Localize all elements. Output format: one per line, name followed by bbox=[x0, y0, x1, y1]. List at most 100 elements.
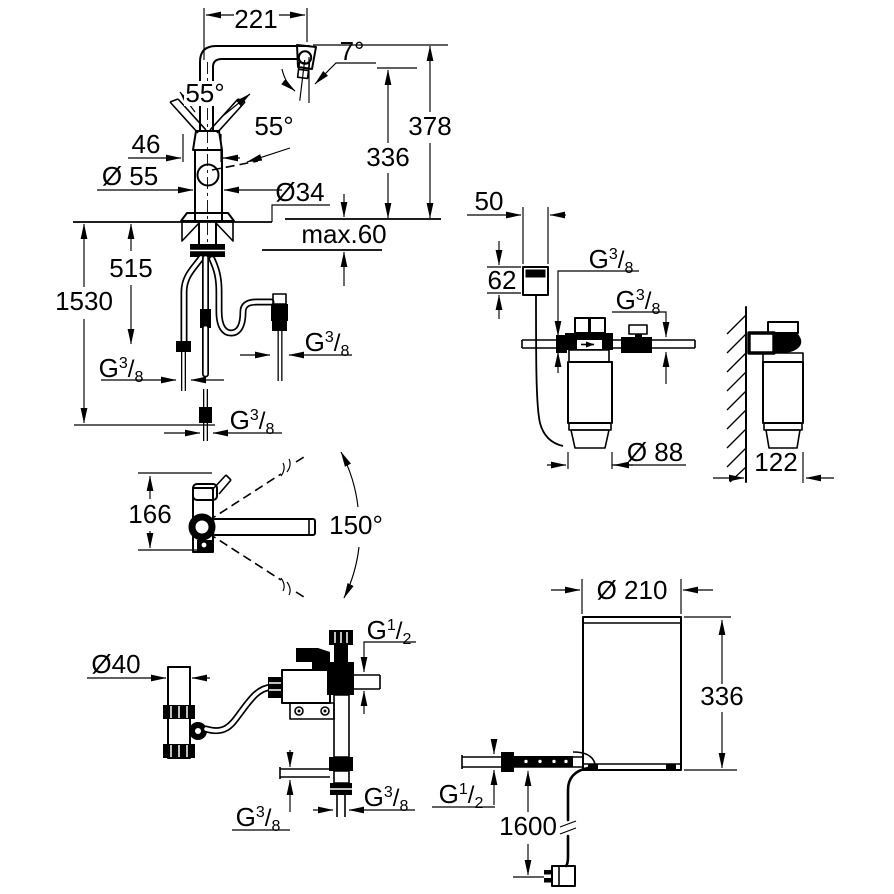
dim-top-view-depth: 166 bbox=[128, 472, 212, 551]
label-boiler-height: 336 bbox=[700, 681, 743, 711]
label-swivel-range: 150° bbox=[329, 510, 383, 540]
dim-height-spout-outlet: 336 bbox=[366, 67, 417, 219]
dim-boiler-diameter: Ø 210 bbox=[551, 575, 713, 614]
label-lever-swing-angle: 55° bbox=[185, 78, 224, 108]
dim-spout-reach: 221 bbox=[203, 4, 308, 60]
dim-thread-hose-right: G3/8 bbox=[240, 327, 352, 360]
thread-label-g38: G3/8 bbox=[230, 405, 275, 438]
boiler-view: Ø 210 336 G1/2 1600 bbox=[432, 575, 744, 887]
base-flange bbox=[180, 212, 235, 222]
thread-label-g38: G3/8 bbox=[589, 244, 634, 277]
dim-control-box-height: 62 bbox=[487, 241, 521, 319]
section-hatch-right bbox=[214, 221, 234, 242]
thread-label-g38: G3/8 bbox=[236, 802, 281, 835]
power-cord bbox=[544, 766, 590, 887]
label-boiler-diameter: Ø 210 bbox=[597, 575, 668, 605]
filter-head bbox=[565, 317, 613, 363]
braided-hose bbox=[329, 694, 353, 817]
label-hose-drop-connection: 515 bbox=[109, 253, 152, 283]
label-spout-reach: 221 bbox=[234, 4, 277, 34]
dim-cartridge-width: 46 bbox=[128, 129, 240, 162]
label-cartridge-width: 46 bbox=[132, 129, 161, 159]
cold-water-pipe bbox=[279, 767, 330, 779]
dim-spout-end-angle: 7° bbox=[281, 36, 376, 103]
control-cable bbox=[535, 294, 564, 447]
dim-wall-clearance: 122 bbox=[713, 447, 834, 483]
boiler-body bbox=[582, 616, 682, 771]
filter-inlet bbox=[521, 335, 567, 353]
shank bbox=[198, 221, 217, 245]
dim-thread-cold-pipe: G3/8 bbox=[232, 750, 294, 835]
label-body-diameter: Ø 55 bbox=[102, 161, 158, 191]
supply-hoses bbox=[176, 254, 288, 441]
mounting-plate bbox=[289, 702, 335, 720]
dim-thread-filter-outlet: G3/8 bbox=[612, 285, 670, 384]
lever-plan bbox=[192, 483, 218, 501]
counter-section bbox=[73, 218, 441, 257]
dim-control-box-width: 50 bbox=[467, 186, 566, 264]
dim-thread-filter-inlet: G3/8 bbox=[554, 244, 639, 373]
valve-assembly-view: Ø40 G1/2 G3/8 G3/8 bbox=[87, 615, 416, 835]
faucet-body bbox=[180, 149, 235, 222]
filter-wall-view: 122 bbox=[713, 306, 834, 483]
filter-cartridge bbox=[567, 361, 613, 449]
label-control-box-height: 62 bbox=[488, 265, 517, 295]
label-counter-thickness: max.60 bbox=[301, 219, 386, 249]
dim-power-cord-length: 1600 bbox=[499, 770, 557, 878]
label-drain-pipe-diameter: Ø40 bbox=[91, 649, 140, 679]
check-valve-cap bbox=[272, 293, 287, 305]
dim-boiler-height: 336 bbox=[684, 616, 744, 771]
lever-pivot bbox=[196, 163, 220, 187]
label-control-box-width: 50 bbox=[475, 186, 504, 216]
dim-drain-pipe-diameter: Ø40 bbox=[87, 649, 210, 682]
wall-cartridge bbox=[762, 361, 804, 424]
check-valve-body bbox=[271, 304, 288, 321]
dim-hose-drop-overall: 1530 bbox=[55, 223, 215, 426]
label-hose-drop-overall: 1530 bbox=[55, 286, 113, 316]
dim-thread-braided-end: G3/8 bbox=[313, 782, 415, 815]
label-power-cord-length: 1600 bbox=[499, 811, 557, 841]
tee-fitting bbox=[329, 757, 353, 771]
wall-valve bbox=[773, 334, 802, 353]
dim-lever-tilt-angle: 55° bbox=[211, 111, 294, 171]
solenoid-valve-block bbox=[268, 630, 381, 720]
connection-hose bbox=[202, 683, 276, 735]
filter-outlet-valve bbox=[613, 324, 696, 353]
dim-shank-diameter: Ø34 bbox=[271, 177, 330, 222]
thread-label-g38: G3/8 bbox=[305, 327, 350, 360]
valve-junction bbox=[327, 662, 354, 695]
outlet-port bbox=[354, 674, 381, 690]
dim-lever-swing-angle: 55° bbox=[179, 78, 251, 116]
dim-counter-thickness: max.60 bbox=[301, 194, 387, 286]
dim-cartridge-diameter: Ø 88 bbox=[547, 437, 686, 469]
spout-plan bbox=[212, 518, 316, 536]
label-wall-clearance: 122 bbox=[754, 447, 797, 477]
dim-body-diameter: Ø 55 bbox=[97, 161, 282, 194]
faucet-front-view: 221 7° 55° 55° 46 Ø 55 Ø34 378 bbox=[55, 4, 452, 441]
section-hatch-left bbox=[181, 221, 201, 242]
dim-thread-hose-bottom: G3/8 bbox=[164, 405, 282, 438]
swivel-range: 150° bbox=[207, 451, 383, 599]
dim-thread-boiler-inlet: G1/2 bbox=[432, 739, 498, 812]
thread-label-g38: G3/8 bbox=[616, 285, 661, 318]
wall-bracket bbox=[747, 331, 776, 355]
label-top-view-depth: 166 bbox=[128, 499, 171, 529]
thread-label-g38: G3/8 bbox=[364, 782, 409, 815]
label-spout-end-angle: 7° bbox=[340, 36, 365, 66]
dim-thread-hose-left: G3/8 bbox=[99, 353, 224, 386]
boiler-inlet-pipe bbox=[461, 751, 596, 772]
drain-standpipe bbox=[163, 666, 207, 759]
dim-thread-valve-outlet: G1/2 bbox=[360, 615, 416, 714]
label-shank-diameter: Ø34 bbox=[275, 177, 324, 207]
dim-height-spout-top: 378 bbox=[313, 44, 452, 219]
dim-hose-drop-connection: 515 bbox=[109, 223, 153, 345]
thread-label-g12: G1/2 bbox=[367, 615, 412, 648]
label-lever-tilt-angle: 55° bbox=[254, 111, 293, 141]
power-plug-icon bbox=[551, 865, 576, 887]
thread-label-g12: G1/2 bbox=[439, 779, 484, 812]
spout-tip bbox=[296, 44, 317, 70]
thread-label-g38: G3/8 bbox=[99, 353, 144, 386]
label-height-spout-outlet: 336 bbox=[366, 142, 409, 172]
